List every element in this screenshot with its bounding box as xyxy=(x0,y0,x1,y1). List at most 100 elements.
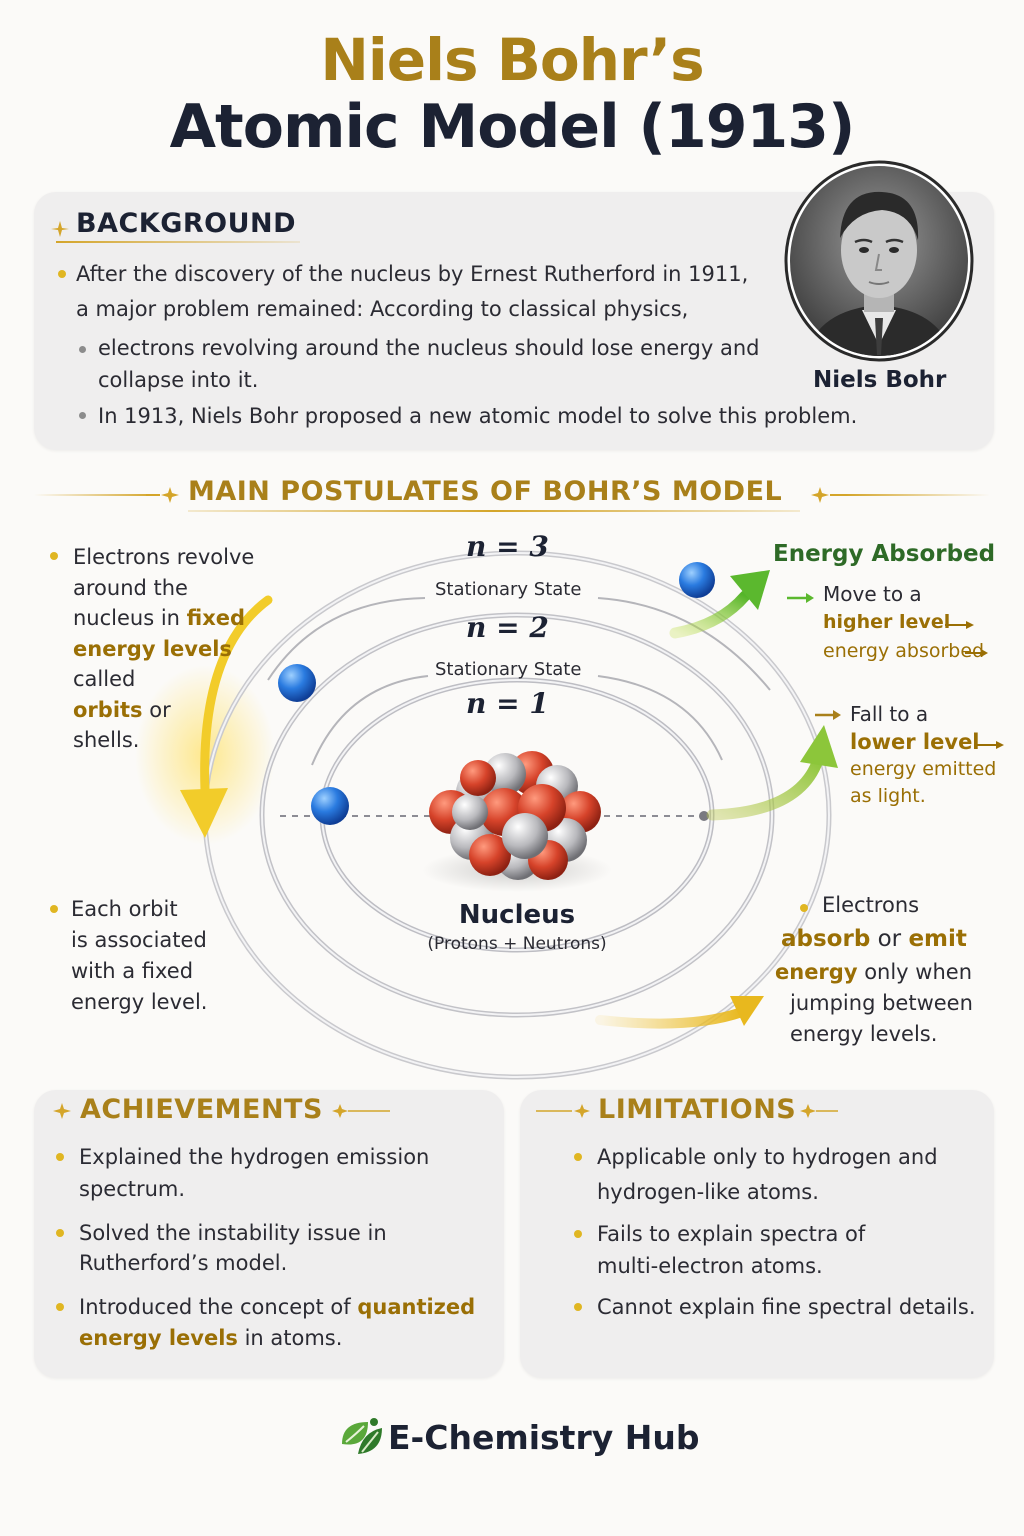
background-sub-1a: electrons revolving around the nucleus s… xyxy=(98,336,760,360)
rb-line-1: Electrons xyxy=(822,893,920,917)
background-sub-2: In 1913, Niels Bohr proposed a new atomi… xyxy=(98,404,858,428)
bullet-dot xyxy=(79,412,86,419)
achievement-3a: Introduced the concept of quantized xyxy=(79,1291,475,1324)
achievements-card xyxy=(34,1090,504,1378)
sparkle-icon xyxy=(146,487,179,503)
bullet-dot xyxy=(574,1303,582,1311)
rb-line-4: jumping between xyxy=(790,991,973,1015)
electron xyxy=(679,562,715,598)
absorbed-line-2: higher level xyxy=(823,611,951,633)
bullet-dot xyxy=(574,1153,582,1161)
nucleus-cluster xyxy=(429,751,601,880)
rb-line-2: absorb or emit xyxy=(781,926,967,952)
bullet-dot xyxy=(58,270,66,278)
text-line: with a fixed xyxy=(71,959,194,983)
orbit-label-n2: n = 2 xyxy=(466,611,549,644)
rb-line-5: energy levels. xyxy=(790,1022,938,1046)
stationary-state-label: Stationary State xyxy=(435,659,582,680)
limitations-card xyxy=(520,1090,994,1378)
bullet-dot xyxy=(800,904,808,912)
emitted-line-4: as light. xyxy=(850,785,926,807)
sparkle-icon xyxy=(811,487,846,503)
text-line: around the xyxy=(73,575,188,600)
sparkle-icon xyxy=(53,1103,71,1119)
bullet-dot xyxy=(56,1303,64,1311)
emitted-line-2: lower level xyxy=(850,730,980,754)
limitation-2a: Fails to explain spectra of xyxy=(597,1222,866,1246)
highlight-quantized: quantized xyxy=(357,1295,476,1319)
highlight-emit: emit xyxy=(908,926,967,952)
background-intro-2: a major problem remained: According to c… xyxy=(76,297,689,321)
text-line: is associated xyxy=(71,928,207,952)
text-span: in atoms. xyxy=(237,1326,343,1350)
brand-name: E-Chemistry Hub xyxy=(388,1418,700,1457)
nucleus-sublabel: (Protons + Neutrons) xyxy=(427,934,607,954)
text-span: or xyxy=(142,697,171,722)
background-sub-1b: collapse into it. xyxy=(98,368,259,392)
leaf-icon xyxy=(342,1418,382,1454)
sparkle-icon xyxy=(800,1104,838,1118)
portrait-caption: Niels Bohr xyxy=(813,367,947,393)
divider-line-right xyxy=(846,494,990,496)
sparkle-icon xyxy=(332,1104,390,1118)
highlight-energy-levels: energy levels xyxy=(73,636,232,661)
orbit-label-n3: n = 3 xyxy=(466,530,549,563)
nucleus-label: Nucleus xyxy=(458,900,576,930)
text-line: called xyxy=(73,667,136,691)
achievement-2b: Rutherford’s model. xyxy=(79,1251,288,1275)
absorbed-line-3: energy absorbed xyxy=(823,640,985,662)
bullet-dot xyxy=(79,346,86,353)
achievements-heading: ACHIEVEMENTS xyxy=(80,1094,323,1125)
emitted-line-1: Fall to a xyxy=(850,702,929,726)
background-heading: BACKGROUND xyxy=(76,208,297,239)
bohr-atom-diagram xyxy=(135,550,1004,1080)
highlight-orbits: orbits xyxy=(73,697,143,722)
text-span: only when xyxy=(857,960,973,984)
stationary-state-label: Stationary State xyxy=(435,579,582,600)
achievement-1a: Explained the hydrogen emission xyxy=(79,1145,430,1169)
postulate-left-top: Electrons revolve around the nucleus in … xyxy=(73,542,254,756)
achievement-1b: spectrum. xyxy=(79,1177,186,1201)
text-span: Introduced the concept of xyxy=(79,1295,358,1319)
rb-line-3: energy only when xyxy=(775,960,972,984)
text-line: orbits or xyxy=(73,695,254,726)
electron xyxy=(311,787,349,825)
bullet-dot xyxy=(56,1229,64,1237)
highlight-energy: energy xyxy=(775,960,858,984)
text-line: energy level. xyxy=(71,990,208,1014)
bullet-dot xyxy=(50,905,58,913)
text-span: or xyxy=(870,926,909,952)
achievement-3b: energy levels in atoms. xyxy=(79,1322,342,1355)
background-intro-1: After the discovery of the nucleus by Er… xyxy=(76,262,749,286)
bullet-dot xyxy=(574,1230,582,1238)
bullet-dot xyxy=(56,1153,64,1161)
text-line: Each orbit xyxy=(71,897,178,921)
niels-bohr-portrait xyxy=(784,160,974,362)
heading-underline xyxy=(56,241,300,243)
limitation-2b: multi-electron atoms. xyxy=(597,1254,823,1278)
divider-line-left xyxy=(34,494,154,496)
postulates-heading: MAIN POSTULATES OF BOHR’S MODEL xyxy=(188,476,783,507)
postulate-left-bottom: Each orbit is associated with a fixed en… xyxy=(71,894,207,1018)
title-line-2: Atomic Model (1913) xyxy=(169,92,856,162)
bullet-dot xyxy=(50,552,58,560)
title-line-1: Niels Bohr’s xyxy=(320,26,704,94)
highlight-fixed: fixed xyxy=(186,606,246,630)
limitation-1b: hydrogen-like atoms. xyxy=(597,1180,819,1204)
text-line: Electrons revolve xyxy=(73,545,255,569)
heading-underline xyxy=(188,510,800,512)
limitation-3: Cannot explain fine spectral details. xyxy=(597,1295,976,1319)
emitted-line-3: energy emitted xyxy=(850,758,997,780)
text-line: nucleus in fixed xyxy=(73,603,254,634)
highlight-energy-levels: energy levels xyxy=(79,1326,238,1350)
achievement-2a: Solved the instability issue in xyxy=(79,1221,387,1245)
absorbed-line-1: Move to a xyxy=(823,582,922,606)
text-span: nucleus in xyxy=(73,606,187,630)
orbit-label-n1: n = 1 xyxy=(466,687,549,720)
highlight-absorb: absorb xyxy=(781,926,871,952)
energy-absorbed-heading: Energy Absorbed xyxy=(773,541,996,567)
sparkle-icon xyxy=(51,221,69,237)
electron xyxy=(278,664,316,702)
text-line: shells. xyxy=(73,728,140,752)
limitations-heading: LIMITATIONS xyxy=(598,1094,797,1125)
